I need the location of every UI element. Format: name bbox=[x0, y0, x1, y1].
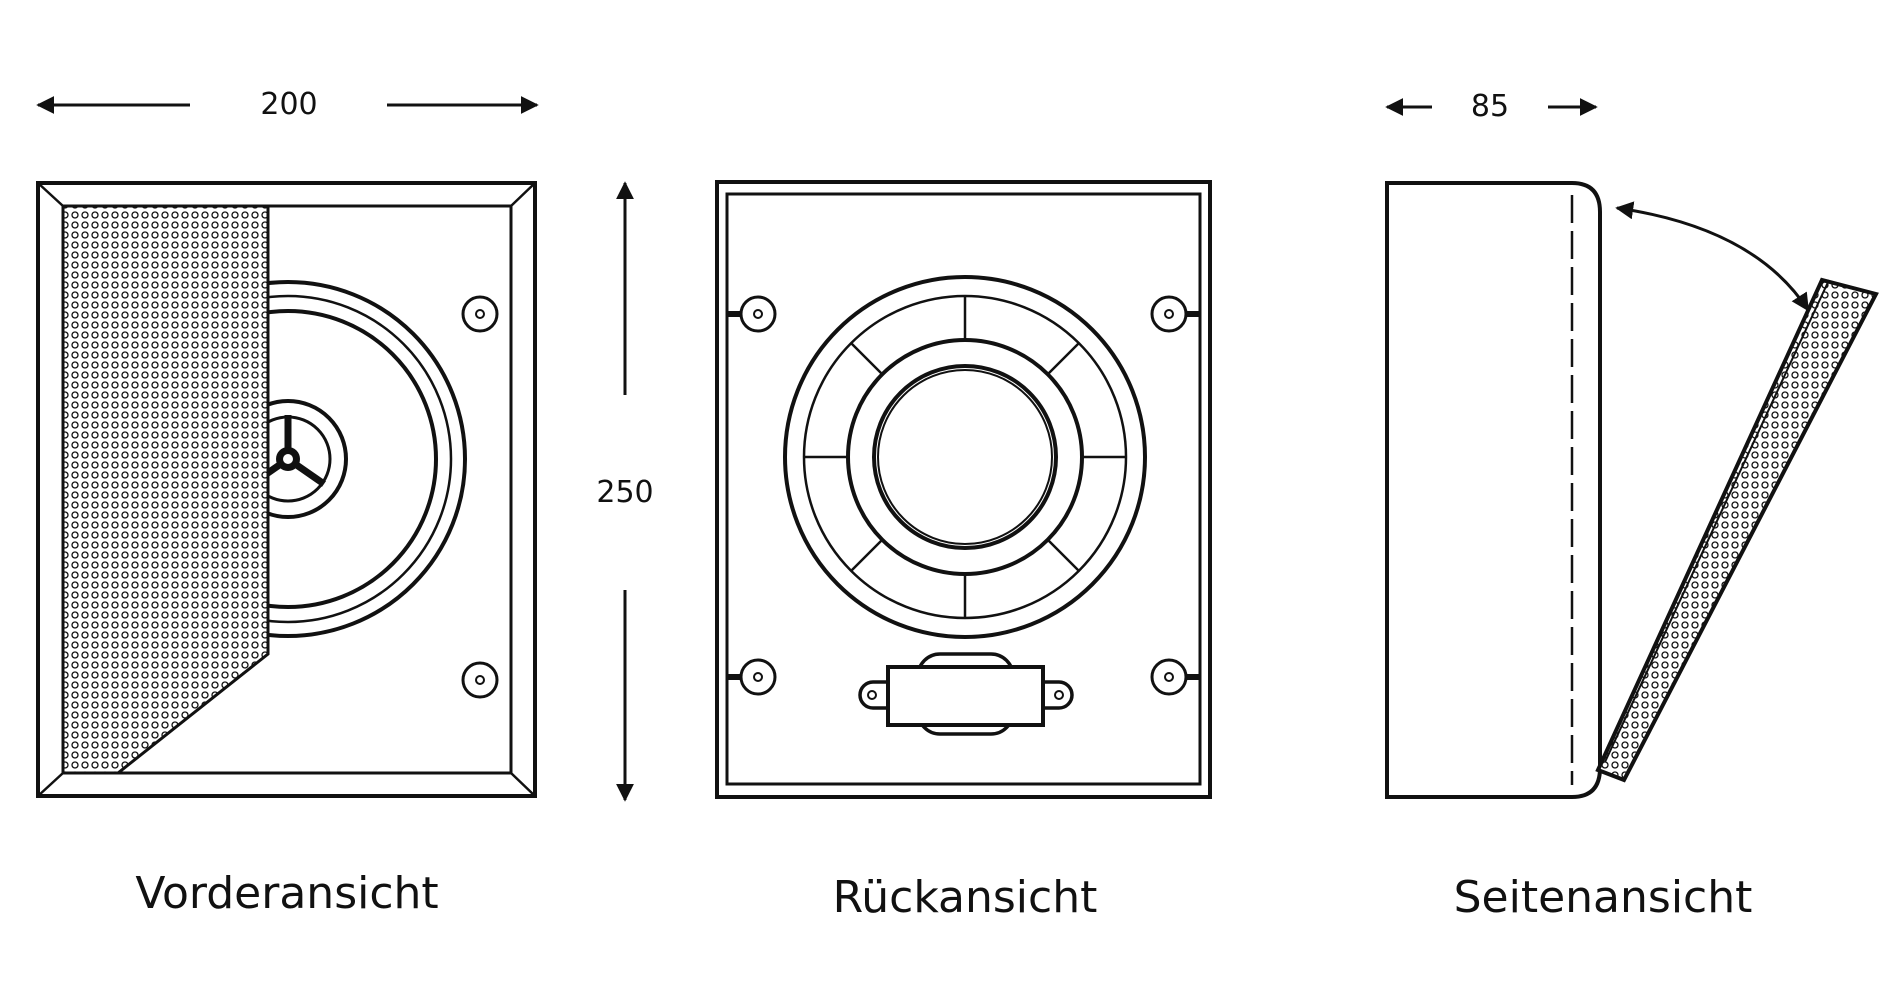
side-view bbox=[1385, 181, 1879, 799]
front-outer-frame bbox=[36, 181, 537, 798]
front-screw-top bbox=[461, 295, 499, 333]
front-grille-panel bbox=[61, 204, 270, 775]
side-cabinet bbox=[1385, 181, 1602, 799]
side-grille-panel bbox=[1595, 277, 1879, 783]
side-swing-arc bbox=[1615, 201, 1810, 312]
back-screw-top-right bbox=[1150, 295, 1200, 333]
width-dimension-label: 200 bbox=[260, 87, 317, 122]
back-screw-bottom-right bbox=[1150, 658, 1200, 696]
back-driver-spokes bbox=[804, 296, 1126, 618]
back-view bbox=[715, 180, 1212, 799]
depth-dimension-label: 85 bbox=[1471, 89, 1509, 124]
back-outer-frame bbox=[715, 180, 1212, 799]
front-frame-miters bbox=[37, 182, 536, 797]
back-view-caption: Rückansicht bbox=[833, 872, 1098, 923]
front-view-caption: Vorderansicht bbox=[135, 868, 438, 919]
side-grille-edge bbox=[1604, 279, 1830, 763]
front-screw-bottom bbox=[461, 661, 499, 699]
back-screw-top-left bbox=[727, 295, 777, 333]
back-driver bbox=[783, 275, 1147, 639]
height-dimension-label: 250 bbox=[596, 475, 653, 510]
back-inner-frame bbox=[725, 192, 1202, 786]
back-screw-bottom-left bbox=[727, 658, 777, 696]
side-view-caption: Seitenansicht bbox=[1454, 872, 1753, 923]
back-terminal-block bbox=[858, 652, 1074, 736]
front-view bbox=[36, 181, 537, 798]
